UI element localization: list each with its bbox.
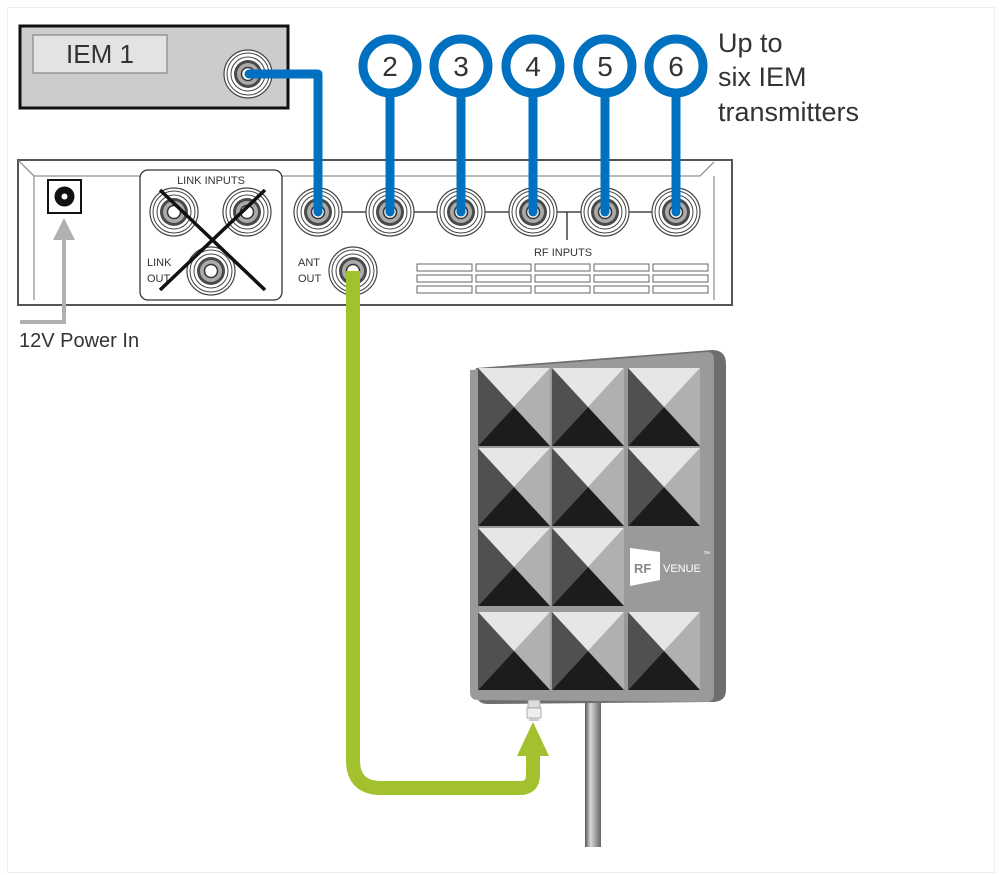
vent-slot (593, 285, 650, 294)
vent-slot (475, 274, 532, 283)
transmitter-callouts: 2 3 4 5 6 (358, 34, 708, 98)
vent-slot (416, 263, 473, 272)
power-label: 12V Power In (19, 330, 139, 352)
ant-out-label-line1: ANT (298, 257, 320, 269)
link-input-2-connector (222, 187, 272, 237)
iem-label: IEM 1 (66, 39, 134, 69)
rf-venue-logo: RF VENUE ™ (630, 548, 710, 586)
power-jack (47, 179, 82, 214)
antenna-pyramid (478, 528, 550, 606)
combiner-rear-panel (17, 159, 733, 306)
callout-4: 4 (501, 34, 565, 98)
cable-iem-1 (244, 69, 323, 217)
logo-rf: RF (634, 561, 651, 576)
callout-number: 4 (525, 51, 541, 82)
ant-out-group: ANT OUT (298, 246, 378, 296)
link-out-label-line2: OUT (147, 273, 171, 285)
link-connector-group: LINK INPUTS LINK OUT (139, 169, 283, 301)
vent-slot (475, 285, 532, 294)
vent-slot (534, 274, 591, 283)
callout-number: 5 (597, 51, 613, 82)
antenna-pole (585, 695, 601, 847)
vent-slot (593, 274, 650, 283)
rf-inputs-label: RF INPUTS (534, 247, 592, 259)
callout-3: 3 (429, 34, 493, 98)
vent-slot (416, 274, 473, 283)
callout-6: 6 (644, 34, 708, 98)
vent-slot (534, 263, 591, 272)
logo-venue: VENUE (663, 563, 701, 575)
antenna-pyramid (552, 528, 624, 606)
vent-slot (534, 285, 591, 294)
rf-inputs: RF INPUTS (293, 187, 701, 259)
vent-slot (475, 263, 532, 272)
link-inputs-label: LINK INPUTS (177, 175, 245, 187)
antenna-pyramid (478, 368, 550, 446)
link-input-1-connector (149, 187, 199, 237)
green-arrow-icon (517, 722, 549, 756)
antenna-pyramid (628, 368, 700, 446)
paddle-antenna: RF VENUE ™ (470, 350, 726, 721)
diagram-frame (7, 7, 995, 873)
antenna-pyramid (628, 612, 700, 690)
antenna-pyramid (478, 448, 550, 526)
antenna-pyramid (552, 368, 624, 446)
vent-slot (416, 285, 473, 294)
antenna-pyramid (628, 448, 700, 526)
blue-cables (244, 69, 681, 217)
antenna-pyramid-grid (478, 368, 700, 690)
antenna-pyramid (478, 612, 550, 690)
vent-slot (652, 274, 709, 283)
callout-number: 3 (453, 51, 469, 82)
callout-number: 6 (668, 51, 684, 82)
antenna-pyramid (552, 612, 624, 690)
power-arrow-icon (20, 218, 75, 324)
vent-slots (416, 263, 709, 294)
antenna-connector (526, 699, 542, 721)
ant-out-label-line2: OUT (298, 273, 322, 285)
callout-2: 2 (358, 34, 422, 98)
callout-text-line3: transmitters (718, 97, 859, 127)
iem-transmitter-1: IEM 1 (18, 24, 290, 110)
vent-slot (652, 263, 709, 272)
callout-5: 5 (573, 34, 637, 98)
logo-trademark: ™ (703, 551, 710, 558)
vent-slot (593, 263, 650, 272)
callout-number: 2 (382, 51, 398, 82)
callout-text-line1: Up to (718, 28, 783, 58)
callout-text-line2: six IEM (718, 62, 807, 92)
link-out-label-line1: LINK (147, 257, 172, 269)
antenna-cable (346, 271, 549, 795)
vent-slot (652, 285, 709, 294)
antenna-pyramid (552, 448, 624, 526)
